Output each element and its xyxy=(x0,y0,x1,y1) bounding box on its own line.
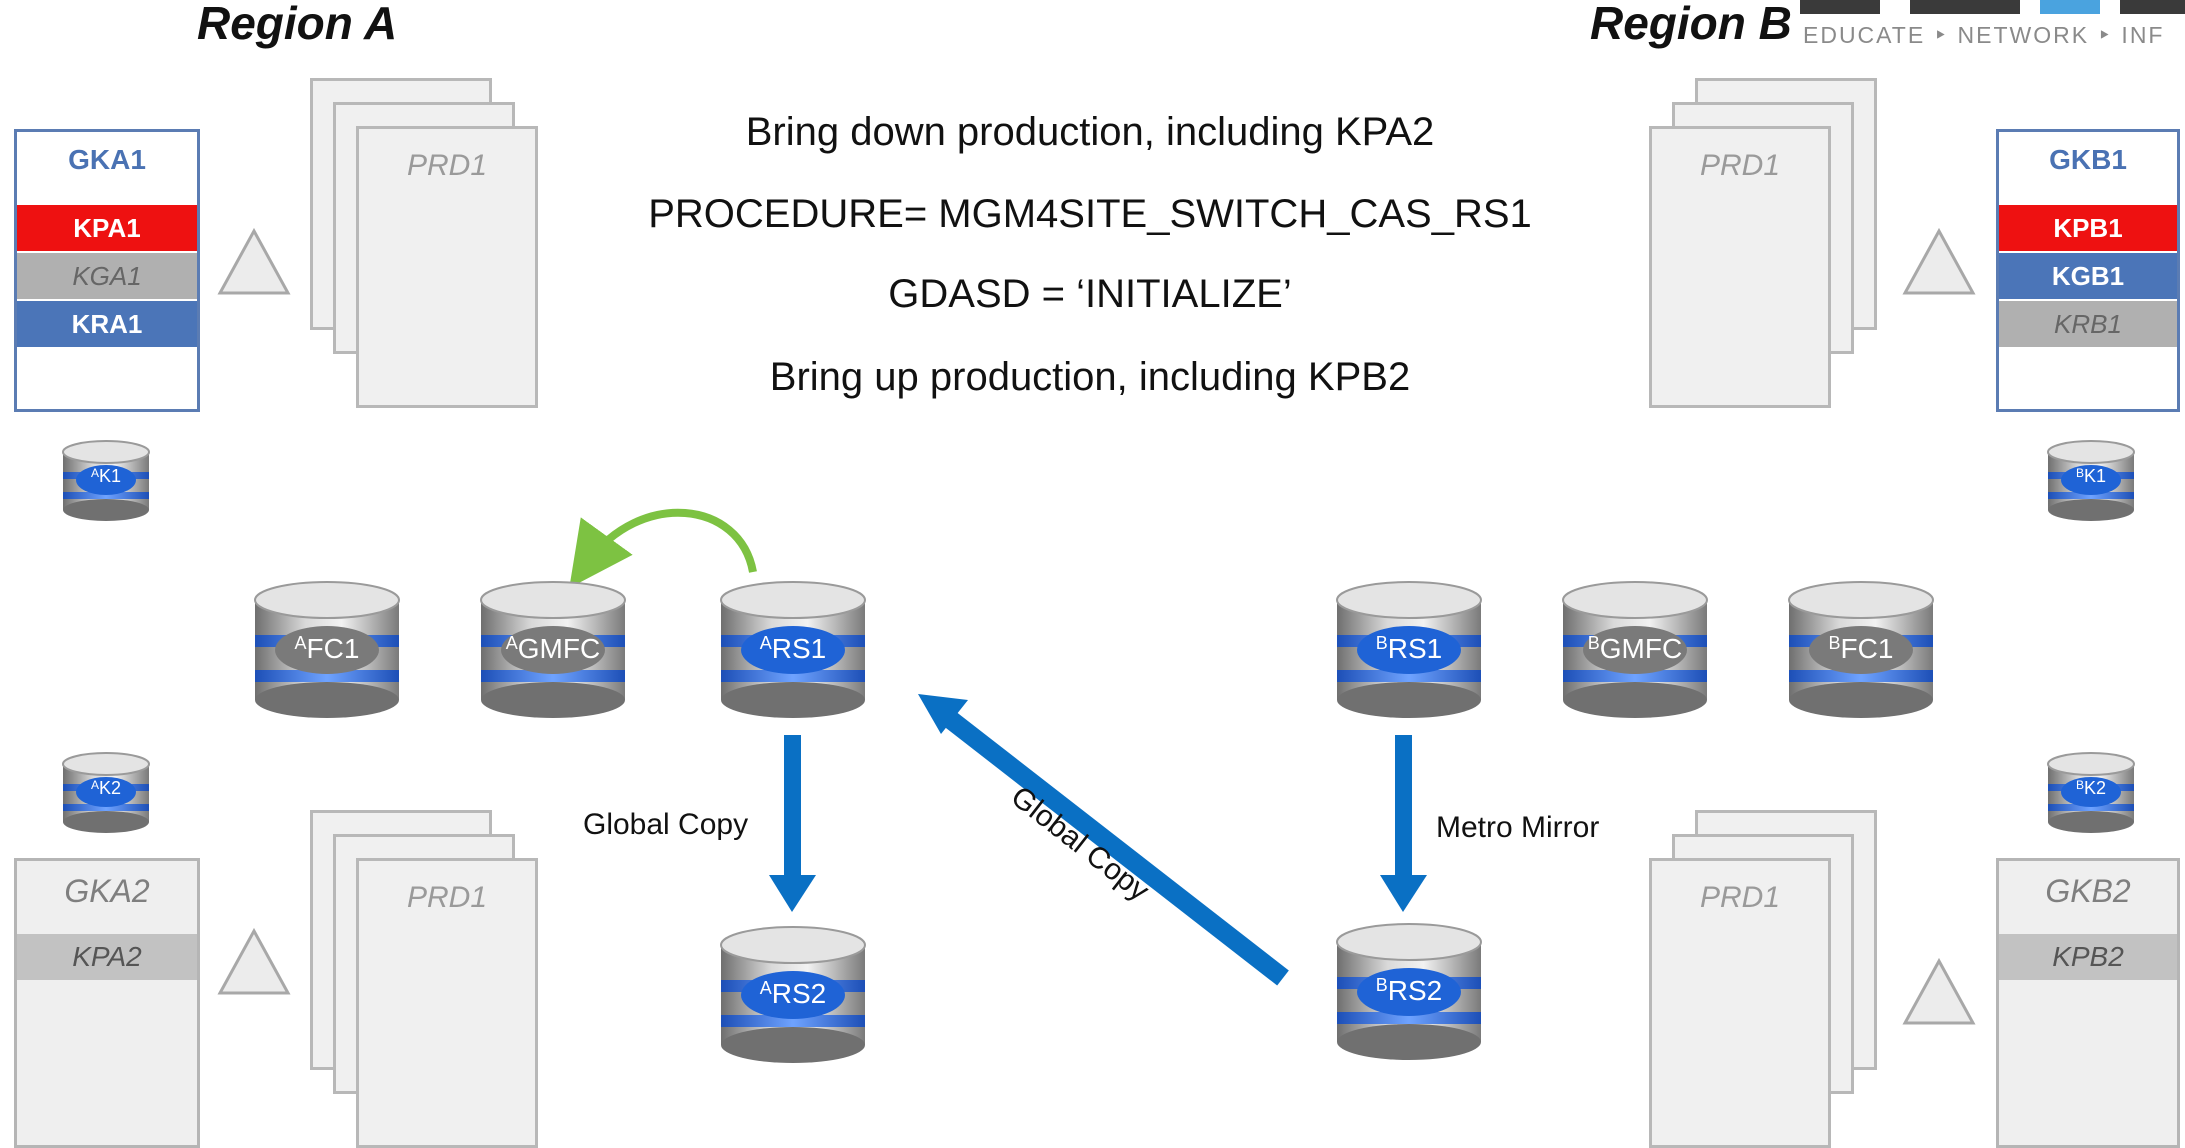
disk-sup: A xyxy=(505,633,518,653)
system-title: GKB1 xyxy=(2049,144,2127,175)
disk-label: FC1 xyxy=(1840,633,1894,664)
arrow-metro-mirror xyxy=(1380,735,1427,912)
system-gkb1: GKB1 KPB1 KGB1 KRB1 xyxy=(1996,129,2180,412)
lpar-row: KRB1 xyxy=(1999,301,2177,347)
triangle-icon xyxy=(1902,958,1976,1025)
disk-agmfc: AGMFC xyxy=(478,580,628,725)
triangle-icon xyxy=(217,228,291,295)
disk-brs2: BRS2 xyxy=(1334,922,1484,1067)
system-gkb2: GKB2 KPB2 xyxy=(1996,858,2180,1148)
page-label: PRD1 xyxy=(1699,881,1781,914)
disk-label: RS1 xyxy=(1387,633,1443,664)
disk-sup: A xyxy=(759,978,772,998)
disk-sup: A xyxy=(294,633,307,653)
disk-bk2: BK2 xyxy=(2045,752,2137,839)
disk-afc1: AFC1 xyxy=(252,580,402,725)
step-procedure: PROCEDURE= MGM4SITE_SWITCH_CAS_RS1 xyxy=(648,192,1532,236)
disk-sup: B xyxy=(1375,975,1388,995)
disk-sup: B xyxy=(2075,778,2084,792)
page-label: PRD1 xyxy=(1699,149,1781,182)
lpar-row: KPA1 xyxy=(17,205,197,251)
disk-bk1: BK1 xyxy=(2045,440,2137,527)
disk-ak2: AK2 xyxy=(60,752,152,839)
triangle-icon xyxy=(217,928,291,995)
region-b-title: Region B xyxy=(1590,0,1792,49)
page-stack-a-top: PRD1 xyxy=(310,78,550,408)
lpar-row: KPB2 xyxy=(1999,934,2177,980)
system-gka1: GKA1 KPA1 KGA1 KRA1 xyxy=(14,129,200,412)
lpar-row: KGB1 xyxy=(1999,253,2177,299)
triangle-icon xyxy=(1902,228,1976,295)
disk-bgmfc: BGMFC xyxy=(1560,580,1710,725)
system-title: GKA2 xyxy=(64,873,150,909)
disk-brs1: BRS1 xyxy=(1334,580,1484,725)
page-stack-a-bottom: PRD1 xyxy=(310,810,550,1148)
disk-label: RS2 xyxy=(1387,975,1443,1006)
page-label: PRD1 xyxy=(406,881,488,914)
disk-ars2: ARS2 xyxy=(718,925,868,1070)
brand-logo xyxy=(1800,0,2185,14)
disk-label: K2 xyxy=(2083,778,2107,798)
system-gka2: GKA2 KPA2 xyxy=(14,858,200,1148)
page-stack-b-bottom: PRD1 xyxy=(1643,810,1883,1148)
lpar-row: KPA2 xyxy=(17,934,197,980)
disk-label: K1 xyxy=(2083,466,2107,486)
disk-label: K1 xyxy=(98,466,122,486)
disk-sup: B xyxy=(1375,633,1388,653)
disk-sup: B xyxy=(2075,466,2084,480)
disk-ak1: AK1 xyxy=(60,440,152,527)
step-bring-down: Bring down production, including KPA2 xyxy=(745,110,1435,154)
step-bring-up: Bring up production, including KPB2 xyxy=(769,355,1411,399)
system-title: GKB2 xyxy=(2045,873,2131,909)
disk-label: RS1 xyxy=(771,633,827,664)
page-label: PRD1 xyxy=(406,149,488,182)
disk-sup: A xyxy=(90,778,99,792)
lpar-row: KPB1 xyxy=(1999,205,2177,251)
disk-sup: B xyxy=(1587,633,1600,653)
disk-sup: A xyxy=(90,466,99,480)
brand-tagline: EDUCATE ‣ NETWORK ‣ INF xyxy=(1803,22,2165,48)
region-a-title: Region A xyxy=(197,0,398,49)
lpar-row: KGA1 xyxy=(17,253,197,299)
arrow-global-copy xyxy=(769,735,816,912)
global-copy-label: Global Copy xyxy=(583,808,749,841)
system-title: GKA1 xyxy=(68,144,146,175)
lpar-row: KRA1 xyxy=(17,301,197,347)
disk-label: RS2 xyxy=(771,978,827,1009)
disk-sup: B xyxy=(1828,633,1841,653)
page-stack-b-top: PRD1 xyxy=(1643,78,1883,408)
disk-label: K2 xyxy=(98,778,122,798)
arrow-diagonal xyxy=(918,694,1289,986)
disk-label: GMFC xyxy=(1599,633,1683,664)
disk-bfc1: BFC1 xyxy=(1786,580,1936,725)
green-curve-arrow xyxy=(569,508,757,588)
disk-sup: A xyxy=(759,633,772,653)
disk-label: GMFC xyxy=(517,633,601,664)
step-gdasd: GDASD = ‘INITIALIZE’ xyxy=(888,272,1292,316)
metro-mirror-label: Metro Mirror xyxy=(1436,811,1600,844)
disk-label: FC1 xyxy=(306,633,360,664)
disk-ars1: ARS1 xyxy=(718,580,868,725)
